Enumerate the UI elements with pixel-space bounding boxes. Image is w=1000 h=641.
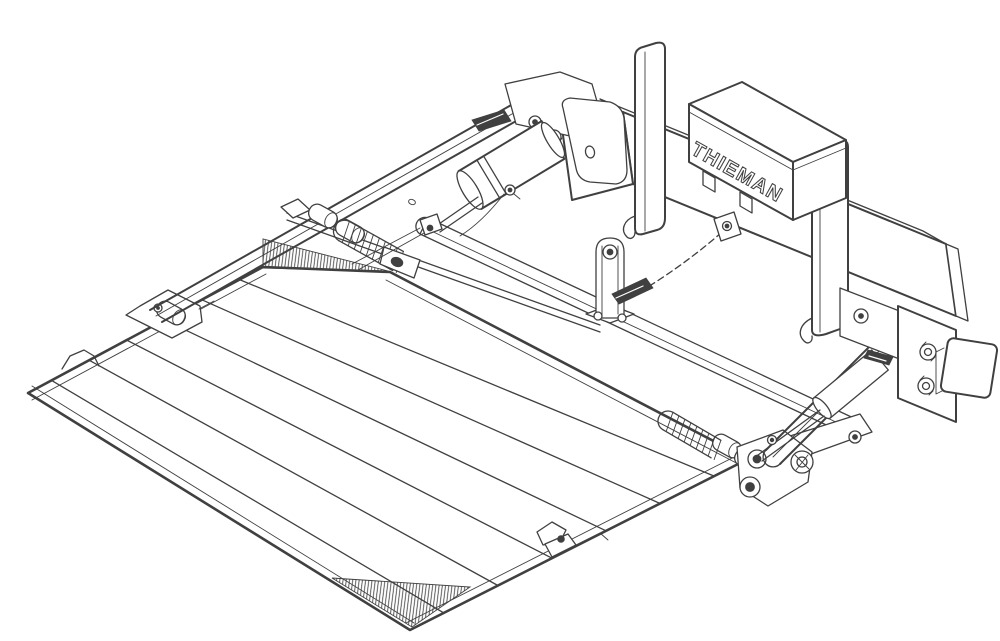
hydraulic-hose [459, 193, 505, 237]
crank-link [351, 227, 425, 271]
chain-links [621, 231, 723, 303]
hinge-assembly-right [736, 413, 873, 507]
hydraulic-cylinder-right [757, 349, 889, 462]
deck-plank-lines [50, 278, 715, 614]
rod-clevis [419, 213, 443, 236]
safety-chain [611, 211, 742, 305]
pump-box-tab [702, 170, 716, 193]
hinge-bracket-left [125, 289, 215, 339]
rubber-bumper-pad [935, 337, 999, 399]
pump-box-side [792, 139, 847, 221]
mounting-plate-right [897, 305, 957, 423]
platform-deck [26, 238, 750, 632]
tube-right-cap [945, 243, 969, 322]
pump-box-tab [739, 191, 753, 214]
hydraulic-cylinder [351, 120, 566, 271]
platform-latch [536, 521, 609, 558]
pump-box-lid-seam [688, 111, 847, 171]
cylinder-mount-bracket [471, 71, 628, 185]
bracket-ear-plate [561, 97, 628, 185]
spring-coil [665, 411, 722, 461]
cylinder-collar [476, 155, 507, 199]
tread-hatch-front-tip [331, 577, 472, 628]
corner-notch [61, 349, 100, 370]
diagram-art: THIEMAN [26, 41, 999, 632]
frame-plate-left [622, 41, 666, 239]
torsion-spring-left [307, 203, 421, 279]
pump-box: THIEMAN [687, 81, 847, 221]
cylinder-rod [435, 196, 483, 233]
